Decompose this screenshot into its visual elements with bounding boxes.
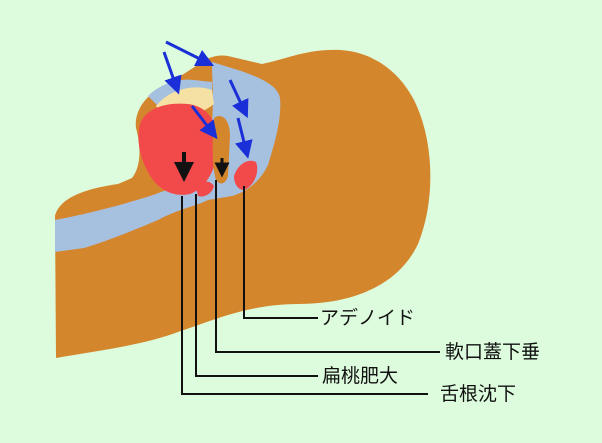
airflow-arrow-icon bbox=[190, 105, 218, 140]
leader-line-soft-palate bbox=[215, 180, 440, 353]
leader-line-tongue bbox=[181, 196, 428, 395]
soft-palate-mass bbox=[196, 181, 214, 197]
soft-palate bbox=[212, 116, 230, 184]
airflow-arrow-icon bbox=[228, 79, 249, 119]
airway bbox=[55, 62, 281, 252]
adenoid-mass bbox=[234, 160, 258, 190]
label-tongue-base-drop: 舌根沈下 bbox=[440, 383, 517, 405]
label-adenoid: アデノイド bbox=[320, 307, 416, 329]
airflow-arrow-icon bbox=[165, 40, 215, 67]
leader-line-tonsil bbox=[195, 194, 318, 377]
leader-line-adenoid bbox=[243, 186, 318, 319]
airflow-arrow-icon bbox=[235, 117, 253, 159]
airflow-arrows bbox=[162, 40, 253, 159]
label-soft-palate-sag: 軟口蓋下垂 bbox=[445, 341, 541, 363]
leader-lines bbox=[181, 180, 440, 395]
label-tonsil-hypertrophy: 扁桃肥大 bbox=[322, 365, 399, 387]
airflow-arrow-icon bbox=[162, 51, 182, 95]
tongue bbox=[138, 103, 219, 195]
